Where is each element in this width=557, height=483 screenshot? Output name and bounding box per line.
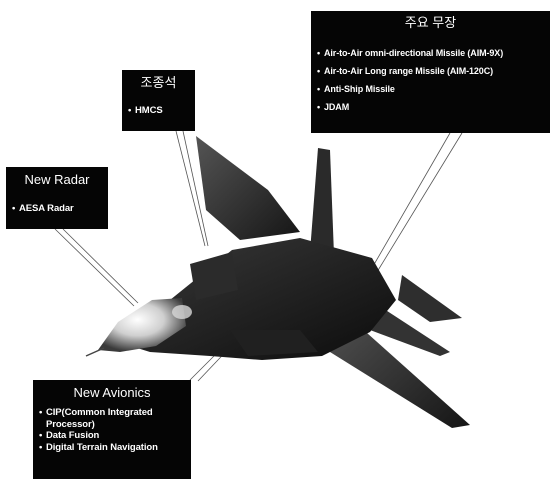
list-item: CIP(Common Integrated Processor) [39,407,187,430]
canopy [172,305,192,319]
tail-fin-right [398,275,462,322]
callout-title: 주요 무장 [311,11,550,31]
pitot-probe [86,348,104,356]
callout-list: Air-to-Air omni-directional Missile (AIM… [311,47,550,114]
list-item: Anti-Ship Missile [317,83,546,96]
callout-main-weapons: 주요 무장 Air-to-Air omni-directional Missil… [311,11,550,133]
list-item: AESA Radar [12,202,104,215]
callout-cockpit: 조종석 HMCS [122,70,195,131]
callout-new-radar: New Radar AESA Radar [6,167,108,229]
list-item: JDAM [317,101,546,114]
list-item: Data Fusion [39,430,187,442]
list-item: HMCS [128,104,191,117]
left-wing [196,136,300,240]
list-item: Air-to-Air omni-directional Missile (AIM… [317,47,546,60]
tail-fin-left [310,148,334,255]
callout-title: New Radar [6,167,108,188]
callout-title: 조종석 [122,70,195,91]
callout-list: CIP(Common Integrated Processor) Data Fu… [33,407,191,453]
callout-title: New Avionics [33,380,191,401]
callout-list: AESA Radar [6,202,108,215]
callout-list: HMCS [122,104,195,117]
list-item: Digital Terrain Navigation [39,442,187,454]
list-item: Air-to-Air Long range Missile (AIM-120C) [317,65,546,78]
callout-new-avionics: New Avionics CIP(Common Integrated Proce… [33,380,191,479]
